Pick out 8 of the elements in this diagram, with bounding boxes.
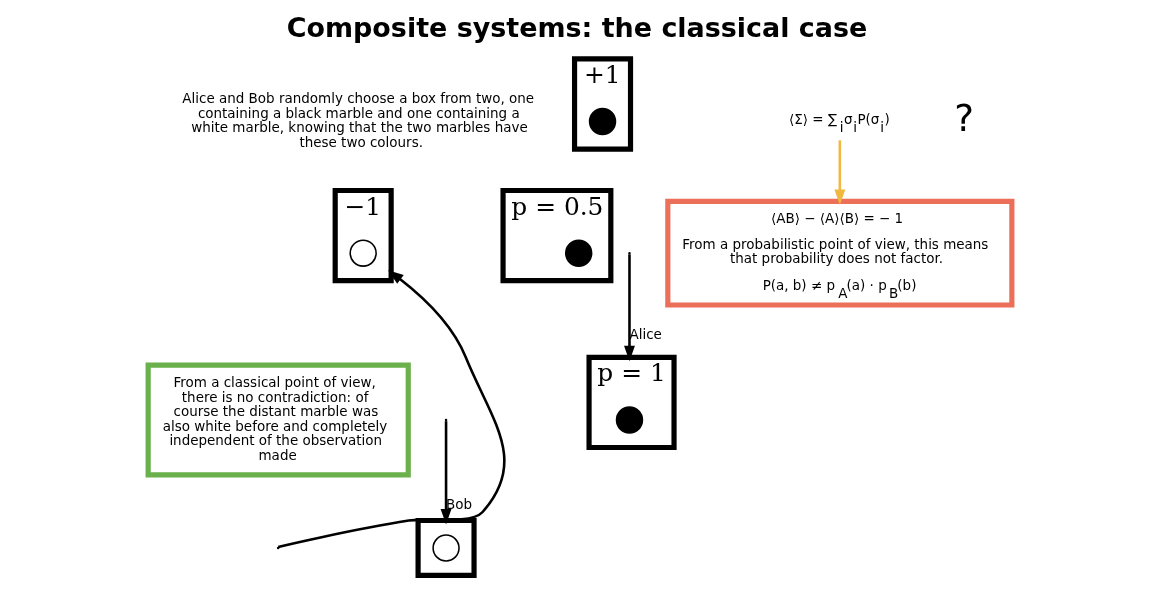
node-label: −1 — [344, 191, 382, 221]
node-label: p = 1 — [597, 358, 666, 388]
node-label: +1 — [583, 59, 621, 89]
label: Alice and Bob randomly choose a box from two, one containing a black marble and one containing a white marble, knowing that the two marbles have these two colours. — [182, 90, 535, 150]
label: ? — [954, 95, 975, 140]
edge-label: Bob — [446, 495, 473, 512]
node-label: p = 0.5 — [511, 191, 604, 221]
diagram-title: Composite systems: the classical case — [286, 11, 868, 43]
